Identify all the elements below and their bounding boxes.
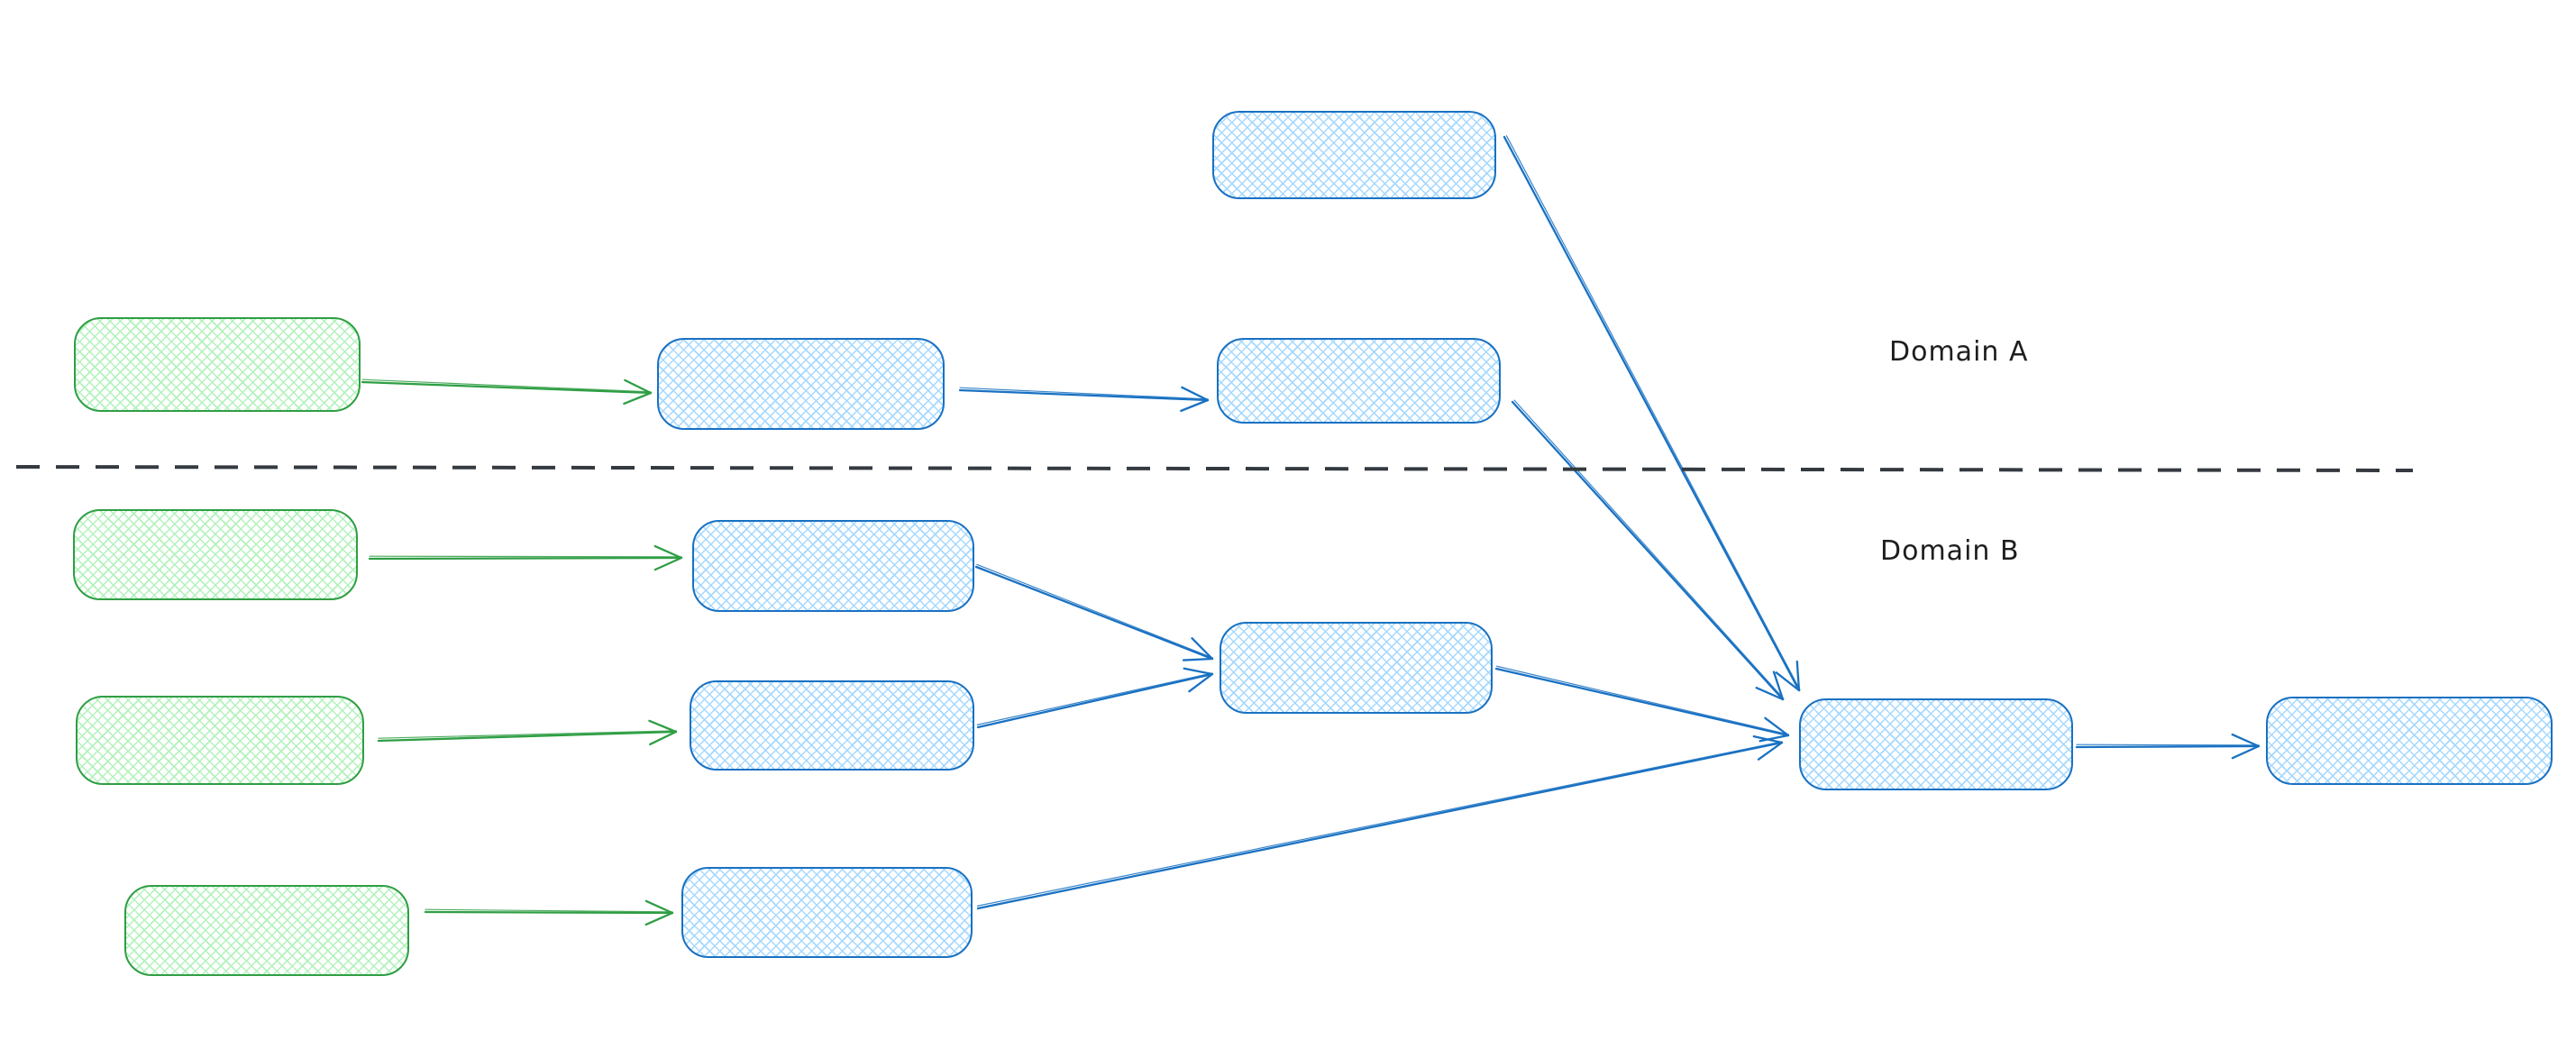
node-shared-merge	[1799, 698, 2073, 790]
node-domain-b-step-2	[690, 680, 974, 771]
edge-domain-b-step-3-to-shared-merge	[976, 734, 1784, 910]
edge-domain-a-step-1-to-domain-a-step-2	[958, 386, 1210, 413]
node-domain-b-input-3	[124, 885, 409, 976]
edge-domain-b-merge-to-shared-merge	[1494, 665, 1790, 743]
edge-domain-b-step-2-to-domain-b-merge	[976, 667, 1214, 729]
node-final-output	[2266, 697, 2553, 785]
edge-domain-b-input-1-to-domain-b-step-1	[368, 544, 683, 571]
edge-domain-a-top-to-shared-merge	[1503, 135, 1801, 692]
edge-domain-a-input-to-domain-a-step-1	[361, 379, 653, 406]
edge-domain-a-step-2-to-shared-merge	[1511, 399, 1785, 701]
node-domain-a-input	[74, 317, 361, 412]
edge-domain-b-input-2-to-domain-b-step-2	[377, 719, 678, 746]
edge-domain-b-step-1-to-domain-b-merge	[974, 563, 1214, 661]
domain-b-label: Domain B	[1880, 535, 2020, 567]
node-domain-b-step-1	[692, 520, 974, 612]
edge-shared-merge-to-final-output	[2075, 733, 2261, 760]
domain-divider-dashed-line	[15, 465, 2414, 472]
node-domain-a-step-2	[1217, 338, 1501, 424]
node-domain-a-top	[1212, 111, 1496, 199]
node-domain-b-input-2	[76, 696, 364, 785]
edge-domain-b-input-3-to-domain-b-step-3	[424, 899, 674, 926]
node-domain-a-step-1	[657, 338, 945, 430]
node-domain-b-step-3	[681, 867, 973, 958]
domain-a-label: Domain A	[1889, 336, 2029, 368]
node-domain-b-merge	[1219, 622, 1493, 714]
node-domain-b-input-1	[73, 509, 358, 600]
